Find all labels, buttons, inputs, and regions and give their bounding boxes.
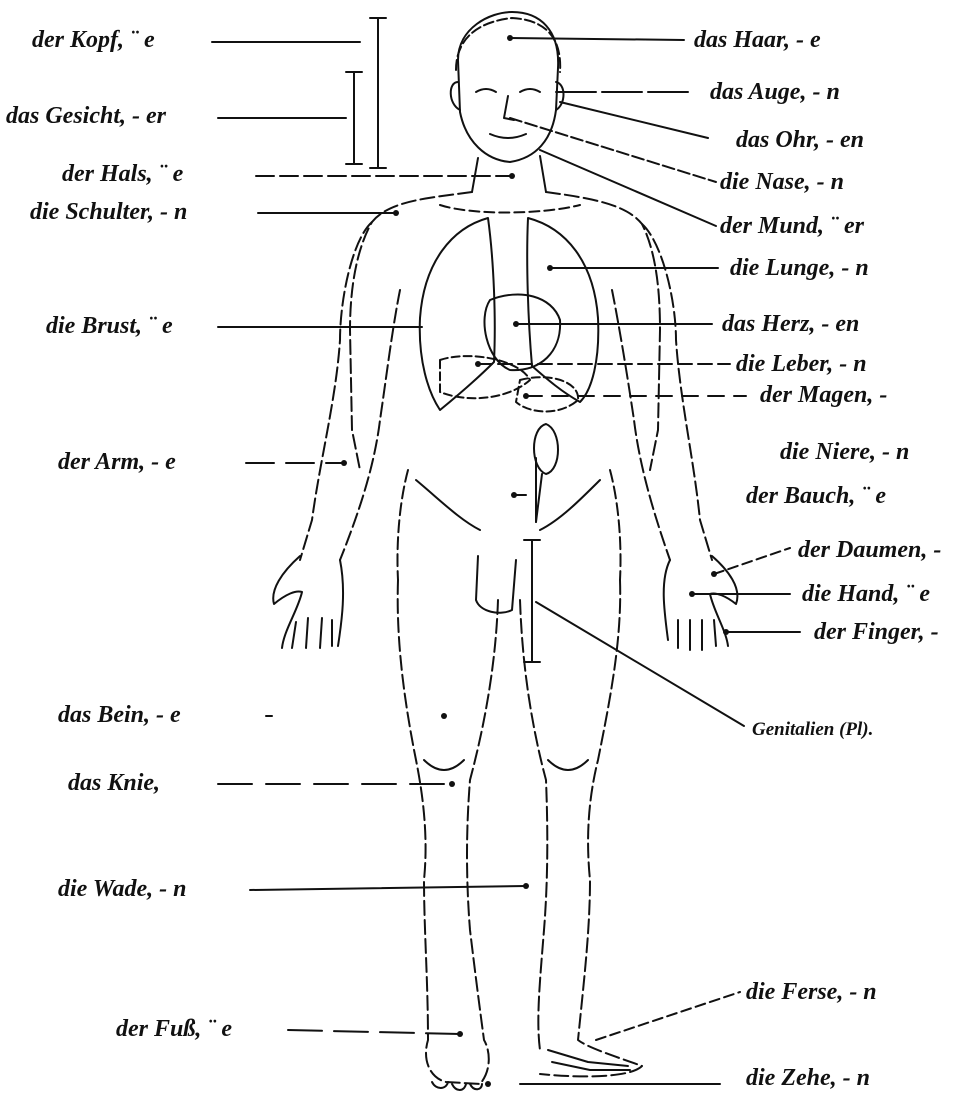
dot-leber	[475, 361, 481, 367]
dot-finger	[723, 629, 729, 635]
left-eye	[476, 89, 496, 92]
label-bauch: der Bauch, ¨ e	[746, 484, 886, 508]
right-foot-bones	[548, 1050, 630, 1070]
label-genitalien: Genitalien (Pl).	[752, 720, 873, 739]
label-fuss: der Fuß, ¨ e	[116, 1017, 232, 1041]
nose-line	[504, 96, 514, 120]
left-knee	[424, 760, 464, 770]
label-brust: die Brust, ¨ e	[46, 314, 173, 338]
label-gesicht: das Gesicht, - er	[6, 104, 166, 128]
dot-wade	[523, 883, 529, 889]
left-arm	[300, 222, 400, 560]
label-bein: das Bein, - e	[58, 703, 181, 727]
dot-haar	[507, 35, 513, 41]
leader-wade	[250, 886, 526, 890]
right-eye	[520, 89, 540, 92]
label-kopf: der Kopf, ¨ e	[32, 28, 155, 52]
dot-knie	[449, 781, 455, 787]
label-finger: der Finger, -	[814, 620, 939, 644]
waist-right	[610, 470, 621, 580]
dot-herz	[513, 321, 519, 327]
label-haar: das Haar, - e	[694, 28, 821, 52]
dot-hand	[689, 591, 695, 597]
dot-hals	[509, 173, 515, 179]
leader-mund	[540, 150, 716, 226]
label-hand: die Hand, ¨ e	[802, 582, 930, 606]
leader-genitalien	[536, 602, 744, 726]
bracket-genitalien	[524, 540, 540, 662]
label-hals: der Hals, ¨ e	[62, 162, 183, 186]
label-lunge: die Lunge, - n	[730, 256, 869, 280]
left-hand	[273, 556, 343, 648]
kidney	[534, 424, 558, 474]
bracket-gesicht	[346, 72, 362, 164]
label-mund: der Mund, ¨ er	[720, 214, 864, 238]
dot-bauch	[511, 492, 517, 498]
leader-ferse	[596, 992, 740, 1040]
chest-line	[440, 205, 580, 213]
leader-haar	[510, 38, 684, 40]
dot-bein	[441, 713, 447, 719]
right-lung	[527, 218, 598, 402]
label-ferse: die Ferse, - n	[746, 980, 877, 1004]
label-arm: der Arm, - e	[58, 450, 176, 474]
label-herz: das Herz, - en	[722, 312, 859, 336]
right-arm	[612, 224, 712, 560]
hair-outline	[456, 18, 560, 72]
label-daumen: der Daumen, -	[798, 538, 941, 562]
label-schulter: die Schulter, - n	[30, 200, 187, 224]
label-wade: die Wade, - n	[58, 877, 186, 901]
bracket-kopf	[370, 18, 386, 168]
label-zehe: die Zehe, - n	[746, 1066, 870, 1090]
right-hand	[664, 556, 738, 650]
dot-lunge	[547, 265, 553, 271]
left-leg	[398, 580, 498, 1084]
dot-zehe	[485, 1081, 491, 1087]
leader-fuss	[288, 1030, 460, 1034]
label-nase: die Nase, - n	[720, 170, 844, 194]
label-leber: die Leber, - n	[736, 352, 867, 376]
mouth-line	[490, 134, 526, 138]
dot-arm	[341, 460, 347, 466]
head-outline	[458, 12, 558, 162]
dot-daumen	[711, 571, 717, 577]
leader-ohr	[560, 102, 708, 138]
label-magen: der Magen, -	[760, 383, 887, 407]
waist-left	[397, 470, 408, 580]
label-auge: das Auge, - n	[710, 80, 840, 104]
dot-schulter	[393, 210, 399, 216]
dot-fuss	[457, 1031, 463, 1037]
left-lung	[420, 218, 495, 410]
dot-magen	[523, 393, 529, 399]
right-knee	[548, 760, 588, 770]
label-ohr: das Ohr, - en	[736, 128, 864, 152]
label-niere: die Niere, - n	[780, 440, 909, 464]
pelvis-line	[416, 480, 600, 530]
label-knie: das Knie,	[68, 771, 160, 795]
torso-outline	[350, 192, 660, 470]
genital-outline	[476, 556, 516, 613]
liver	[440, 356, 530, 398]
